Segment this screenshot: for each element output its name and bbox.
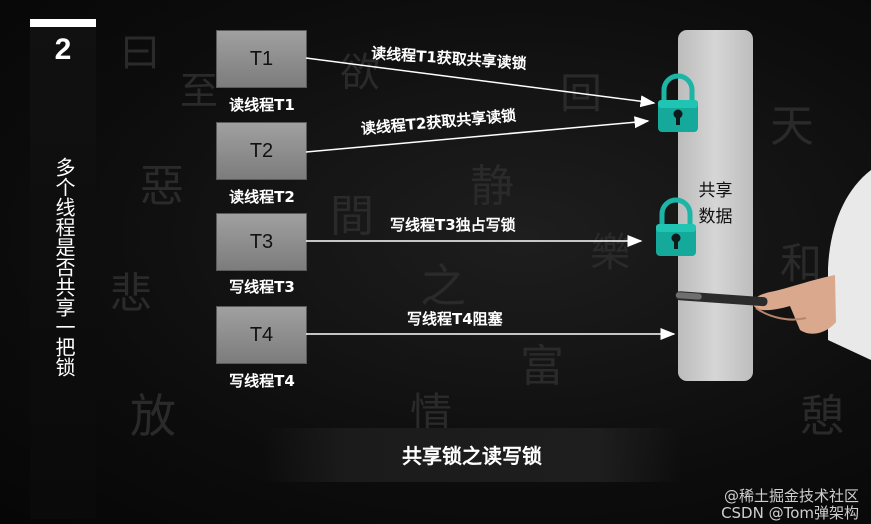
watermark-csdn: CSDN @Tom弹架构 [721, 502, 859, 523]
arrow-t1 [306, 58, 654, 103]
arrow-t2 [306, 121, 648, 152]
lock-icon [656, 200, 696, 256]
bottom-banner-text: 共享锁之读写锁 [262, 440, 682, 469]
presenter-hand-image [675, 170, 871, 360]
lock-icon [658, 76, 698, 132]
